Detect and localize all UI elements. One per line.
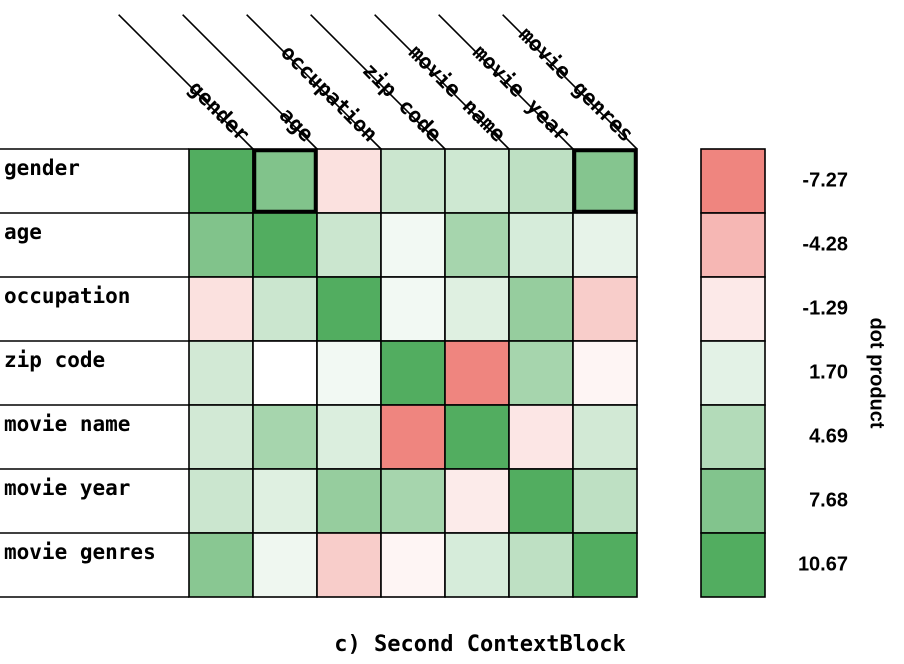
heatmap-cell-3-6 xyxy=(572,340,638,406)
heatmap-cell-1-5 xyxy=(508,212,574,278)
heatmap-cell-6-3 xyxy=(380,532,446,598)
column-divider xyxy=(374,14,510,150)
heatmap-cell-0-4 xyxy=(444,148,510,214)
colorbar-swatch xyxy=(700,340,766,406)
heatmap-cell-3-3 xyxy=(380,340,446,406)
heatmap-cell-3-1 xyxy=(252,340,318,406)
colorbar-tick-label: 1.70 xyxy=(809,361,848,383)
chart-caption: c) Second ContextBlock xyxy=(334,632,625,657)
heatmap-cell-6-1 xyxy=(252,532,318,598)
column-divider xyxy=(246,14,382,150)
heatmap-cell-0-0 xyxy=(188,148,254,214)
heatmap-cell-4-1 xyxy=(252,404,318,470)
colorbar-tick-label: 7.68 xyxy=(809,489,848,511)
row-label: zip code xyxy=(4,348,105,372)
heatmap-cell-1-2 xyxy=(316,212,382,278)
heatmap-cell-5-4 xyxy=(444,468,510,534)
heatmap-cell-6-2 xyxy=(316,532,382,598)
column-divider xyxy=(182,14,318,150)
row-labels: gender age occupation zip code movie name mov… xyxy=(0,148,189,598)
column-divider xyxy=(502,14,638,150)
colorbar-tick-label: 10.67 xyxy=(798,553,848,575)
heatmap-cell-4-3 xyxy=(380,404,446,470)
column-label: age xyxy=(275,103,319,147)
heatmap-cell-6-0 xyxy=(188,532,254,598)
colorbar-swatch xyxy=(700,212,766,278)
row-label: movie genres xyxy=(4,540,156,564)
column-label: movie genres xyxy=(514,22,638,146)
colorbar-swatch xyxy=(700,468,766,534)
heatmap-cell-4-5 xyxy=(508,404,574,470)
heatmap-cell-4-4 xyxy=(444,404,510,470)
highlighted-cell-outline xyxy=(572,148,638,214)
heatmap-cell-2-3 xyxy=(380,276,446,342)
column-divider xyxy=(310,14,446,150)
heatmap-cell-6-5 xyxy=(508,532,574,598)
heatmap-cell-0-1 xyxy=(252,148,318,214)
row-label: movie name xyxy=(4,412,130,436)
heatmap-cell-5-5 xyxy=(508,468,574,534)
heatmap-cell-5-0 xyxy=(188,468,254,534)
colorbar-title: dot product xyxy=(866,317,888,428)
heatmap-cell-3-2 xyxy=(316,340,382,406)
colorbar-tick-label: -1.29 xyxy=(802,297,848,319)
row-label: movie year xyxy=(4,476,130,500)
heatmap-cells xyxy=(188,148,638,598)
heatmap-cell-5-3 xyxy=(380,468,446,534)
heatmap-cell-2-6 xyxy=(572,276,638,342)
colorbar-ticks: -7.27 -4.28 -1.29 1.70 4.69 7.68 10.67 xyxy=(798,169,848,575)
colorbar-swatch xyxy=(700,532,766,598)
heatmap-cell-5-2 xyxy=(316,468,382,534)
heatmap-cell-3-4 xyxy=(444,340,510,406)
highlight-outlines xyxy=(252,148,638,214)
row-label: gender xyxy=(4,156,80,180)
colorbar-tick-label: 4.69 xyxy=(809,425,848,447)
colorbar-tick-label: -4.28 xyxy=(802,233,848,255)
heatmap-cell-1-4 xyxy=(444,212,510,278)
column-divider xyxy=(118,14,254,150)
heatmap-cell-3-0 xyxy=(188,340,254,406)
heatmap-cell-4-0 xyxy=(188,404,254,470)
colorbar-swatch xyxy=(700,148,766,214)
heatmap-cell-0-5 xyxy=(508,148,574,214)
heatmap-cell-1-1 xyxy=(252,212,318,278)
heatmap-cell-2-5 xyxy=(508,276,574,342)
column-label: gender xyxy=(184,76,255,147)
colorbar xyxy=(700,148,766,598)
heatmap-cell-1-0 xyxy=(188,212,254,278)
column-divider xyxy=(438,14,574,150)
highlighted-cell-outline xyxy=(252,148,318,214)
heatmap-cell-6-4 xyxy=(444,532,510,598)
heatmap-cell-2-4 xyxy=(444,276,510,342)
heatmap-cell-2-1 xyxy=(252,276,318,342)
colorbar-swatch xyxy=(700,276,766,342)
heatmap-cell-5-6 xyxy=(572,468,638,534)
row-label: age xyxy=(4,220,42,244)
heatmap-cell-0-2 xyxy=(316,148,382,214)
heatmap-cell-2-0 xyxy=(188,276,254,342)
colorbar-tick-label: -7.27 xyxy=(802,169,848,191)
heatmap-cell-5-1 xyxy=(252,468,318,534)
heatmap-cell-0-3 xyxy=(380,148,446,214)
colorbar-swatch xyxy=(700,404,766,470)
heatmap-cell-0-6 xyxy=(572,148,638,214)
heatmap-cell-1-3 xyxy=(380,212,446,278)
heatmap-cell-2-2 xyxy=(316,276,382,342)
row-label: occupation xyxy=(4,284,130,308)
heatmap-cell-4-6 xyxy=(572,404,638,470)
heatmap-cell-3-5 xyxy=(508,340,574,406)
heatmap-cell-6-6 xyxy=(572,532,638,598)
heatmap-cell-1-6 xyxy=(572,212,638,278)
heatmap-cell-4-2 xyxy=(316,404,382,470)
